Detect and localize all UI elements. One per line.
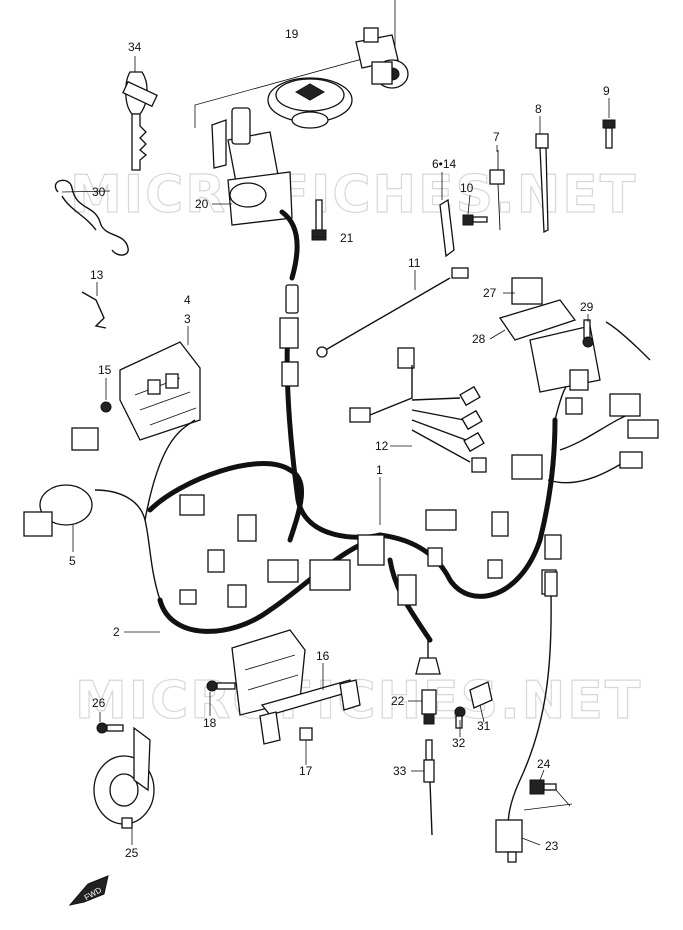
callout-15: 15 — [98, 363, 112, 377]
screw-32 — [454, 706, 466, 729]
bolt-10 — [462, 214, 488, 226]
sensor-23 — [495, 571, 558, 863]
bolt-24 — [529, 779, 557, 795]
screw-9 — [602, 119, 616, 149]
callout-32: 32 — [452, 736, 466, 750]
callout-22: 22 — [391, 694, 405, 708]
cable-tie-8 — [535, 133, 549, 234]
callout-23: 23 — [545, 839, 559, 853]
callout-7: 7 — [493, 130, 500, 144]
leader-lines — [61, 56, 610, 846]
forward-arrow: FWD — [68, 875, 109, 906]
harness-connectors — [71, 317, 659, 608]
switch-22 — [415, 640, 441, 761]
callout-30: 30 — [92, 185, 106, 199]
callout-24: 24 — [537, 757, 551, 771]
screw-15 — [100, 401, 112, 413]
seat-lock — [355, 27, 409, 89]
callout-16: 16 — [316, 649, 330, 663]
clip-13 — [81, 291, 107, 329]
callout-13: 13 — [90, 268, 104, 282]
callout-10: 10 — [460, 181, 474, 195]
spring-30 — [54, 179, 129, 256]
callout-12: 12 — [375, 439, 389, 453]
callout-25: 25 — [125, 846, 139, 860]
ignition-switch — [211, 107, 300, 314]
callout-33: 33 — [393, 764, 407, 778]
screw-18 — [206, 680, 236, 692]
callout-26: 26 — [92, 696, 106, 710]
callout-2: 2 — [113, 625, 120, 639]
bolt-21 — [311, 199, 327, 241]
callout-28: 28 — [472, 332, 486, 346]
callout-3: 3 — [184, 312, 191, 326]
callout-labels: 34 19 9 8 7 6•14 10 30 20 21 13 11 4 3 2… — [69, 27, 610, 860]
callout-9: 9 — [603, 84, 610, 98]
callout-11: 11 — [408, 256, 421, 270]
callout-6-14: 6•14 — [432, 157, 457, 171]
bracket-31 — [469, 681, 493, 709]
horn — [93, 726, 155, 829]
lower-fuse-box — [231, 629, 361, 745]
callout-27: 27 — [483, 286, 497, 300]
clamp-6-14 — [439, 198, 455, 258]
callout-34: 34 — [128, 40, 142, 54]
callout-18: 18 — [203, 716, 217, 730]
callout-29: 29 — [580, 300, 594, 314]
callout-5: 5 — [69, 554, 76, 568]
leads-12 — [369, 365, 487, 473]
ground-lead-11 — [316, 267, 469, 358]
relay-bracket — [498, 277, 601, 393]
screw-29 — [582, 319, 651, 361]
callout-17: 17 — [299, 764, 313, 778]
screw-26 — [96, 722, 124, 734]
callout-19: 19 — [285, 27, 299, 41]
part-19-bracket — [194, 0, 396, 128]
callout-20: 20 — [195, 197, 209, 211]
callout-21: 21 — [340, 231, 354, 245]
callout-1: 1 — [376, 463, 383, 477]
fuel-cap-lock — [267, 77, 353, 129]
cable-tie-7 — [489, 150, 505, 231]
cable-33 — [423, 759, 435, 836]
callout-8: 8 — [535, 102, 542, 116]
watermark-top: MICROFICHES.NET — [70, 165, 637, 225]
callout-4: 4 — [184, 293, 191, 307]
callout-31: 31 — [477, 719, 491, 733]
handlebar-switch — [23, 484, 93, 537]
ignition-key — [122, 71, 158, 171]
fuse-box — [119, 341, 201, 441]
